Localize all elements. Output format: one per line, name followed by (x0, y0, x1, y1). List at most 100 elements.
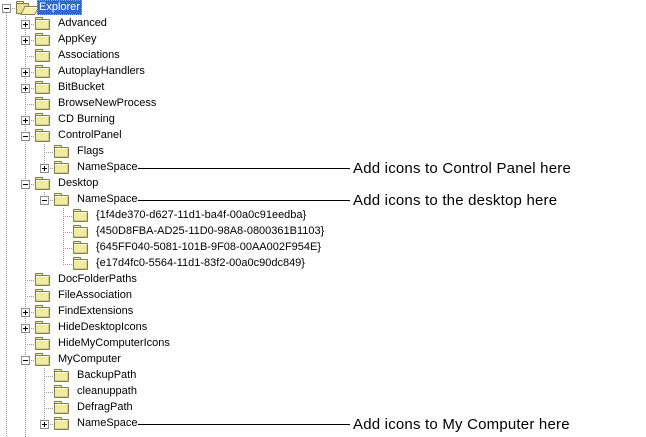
tree-expand-minus-icon[interactable] (21, 356, 30, 365)
folder-icon (54, 193, 70, 209)
tree-item-label[interactable]: Associations (58, 49, 120, 61)
tree-expand-plus-icon[interactable] (21, 20, 30, 29)
tree-row: AutoplayHandlers (0, 64, 646, 80)
tree-row: Explorer (0, 0, 646, 16)
tree-guide-line (25, 72, 36, 73)
tree-item-label[interactable]: Advanced (58, 17, 107, 29)
tree-guide-line (25, 16, 26, 437)
tree-expand-plus-icon[interactable] (40, 164, 49, 173)
tree-row: AppKey (0, 32, 646, 48)
annotation-text: Add icons to the desktop here (353, 192, 558, 209)
folder-icon (35, 289, 51, 305)
tree-row: DefragPath (0, 400, 646, 416)
tree-item-label[interactable]: cleanuppath (77, 385, 137, 397)
tree-item-label[interactable]: NameSpace (77, 161, 138, 173)
tree-expand-plus-icon[interactable] (21, 36, 30, 45)
tree-item-label[interactable]: HideMyComputerIcons (58, 337, 170, 349)
tree-item-label[interactable]: Explorer (37, 0, 82, 15)
tree-item-label[interactable]: BrowseNewProcess (58, 97, 157, 109)
tree-row: Associations (0, 48, 646, 64)
tree-item-label[interactable]: {450D8FBA-AD25-11D0-98A8-0800361B1103} (96, 225, 325, 237)
tree-expand-minus-icon[interactable] (21, 132, 30, 141)
folder-icon (54, 417, 70, 433)
tree-row: NameSpace Add icons to My Computer here (0, 416, 646, 433)
tree-guide-line (44, 408, 55, 409)
tree-guide-line (44, 376, 55, 377)
tree-row: BrowseNewProcess (0, 96, 646, 112)
tree-row: {1f4de370-d627-11d1-ba4f-00a0c91eedba} (0, 208, 646, 224)
tree-item-label[interactable]: BackupPath (77, 369, 137, 381)
folder-icon (35, 65, 51, 81)
tree-item-label[interactable]: FileAssociation (58, 289, 132, 301)
tree-item-label[interactable]: HideDesktopIcons (58, 321, 148, 333)
folder-icon (35, 33, 51, 49)
tree-expand-plus-icon[interactable] (21, 116, 30, 125)
tree-item-label[interactable]: NameSpace (77, 417, 138, 429)
tree-item-label[interactable]: MyComputer (58, 353, 121, 365)
tree-guide-line (44, 168, 55, 169)
tree-guide-line (44, 368, 45, 424)
tree-row: FileAssociation (0, 288, 646, 304)
tree-expand-minus-icon[interactable] (2, 4, 11, 13)
tree-guide-line (44, 200, 55, 201)
tree-item-label[interactable]: ControlPanel (58, 129, 122, 141)
tree-guide-line (25, 24, 36, 25)
tree-guide-line (6, 13, 7, 437)
tree-item-label[interactable]: DocFolderPaths (58, 273, 137, 285)
tree-item-label[interactable]: {645FF040-5081-101B-9F08-00AA002F954E} (96, 241, 322, 253)
annotation-text: Add icons to My Computer here (353, 416, 570, 433)
tree-item-label[interactable]: FindExtensions (58, 305, 134, 317)
tree-item-label[interactable]: DefragPath (77, 401, 133, 413)
tree-row: NameSpace Add icons to the desktop here (0, 192, 646, 209)
tree-row: cleanuppath (0, 384, 646, 400)
folder-icon (35, 81, 51, 97)
tree-row: {450D8FBA-AD25-11D0-98A8-0800361B1103} (0, 224, 646, 240)
folder-icon (73, 257, 89, 273)
tree-row: HideDesktopIcons (0, 320, 646, 336)
tree-row: {645FF040-5081-101B-9F08-00AA002F954E} (0, 240, 646, 256)
annotation-line (138, 168, 350, 169)
tree-item-label[interactable]: {e17d4fc0-5564-11d1-83f2-00a0c90dc849} (96, 257, 305, 269)
tree-guide-line (25, 88, 36, 89)
folder-icon (35, 177, 51, 193)
tree-item-label[interactable]: BitBucket (58, 81, 105, 93)
tree-expand-plus-icon[interactable] (40, 420, 49, 429)
folder-icon (35, 321, 51, 337)
tree-guide-line (25, 344, 36, 345)
tree-guide-line (63, 248, 74, 249)
tree-expand-plus-icon[interactable] (21, 68, 30, 77)
tree-guide-line (25, 184, 36, 185)
tree-expand-minus-icon[interactable] (21, 180, 30, 189)
tree-expand-plus-icon[interactable] (21, 324, 30, 333)
tree-item-label[interactable]: AutoplayHandlers (58, 65, 145, 77)
tree-guide-line (44, 392, 55, 393)
folder-icon (35, 113, 51, 129)
folder-icon (73, 241, 89, 257)
tree-item-label[interactable]: AppKey (58, 33, 97, 45)
tree-expand-plus-icon[interactable] (21, 84, 30, 93)
folder-icon (35, 305, 51, 321)
folder-icon (54, 369, 70, 385)
tree-guide-line (63, 264, 74, 265)
tree-item-label[interactable]: NameSpace (77, 193, 138, 205)
folder-icon (35, 337, 51, 353)
folder-icon (54, 385, 70, 401)
tree-item-label[interactable]: {1f4de370-d627-11d1-ba4f-00a0c91eedba} (96, 209, 307, 221)
folder-icon (35, 17, 51, 33)
tree-guide-line (63, 208, 64, 264)
tree-item-label[interactable]: Desktop (58, 177, 99, 189)
tree-item-label[interactable]: Flags (77, 145, 104, 157)
tree-expand-minus-icon[interactable] (40, 196, 49, 205)
tree-row: ControlPanel (0, 128, 646, 144)
tree-guide-line (25, 360, 36, 361)
folder-icon (73, 225, 89, 241)
folder-icon (35, 273, 51, 289)
folder-icon (35, 353, 51, 369)
tree-item-label[interactable]: CD Burning (58, 113, 115, 125)
tree-row: DocFolderPaths (0, 272, 646, 288)
folder-icon (35, 49, 51, 65)
tree-guide-line (25, 280, 36, 281)
tree-guide-line (25, 328, 36, 329)
tree-row: FindExtensions (0, 304, 646, 320)
tree-expand-plus-icon[interactable] (21, 308, 30, 317)
